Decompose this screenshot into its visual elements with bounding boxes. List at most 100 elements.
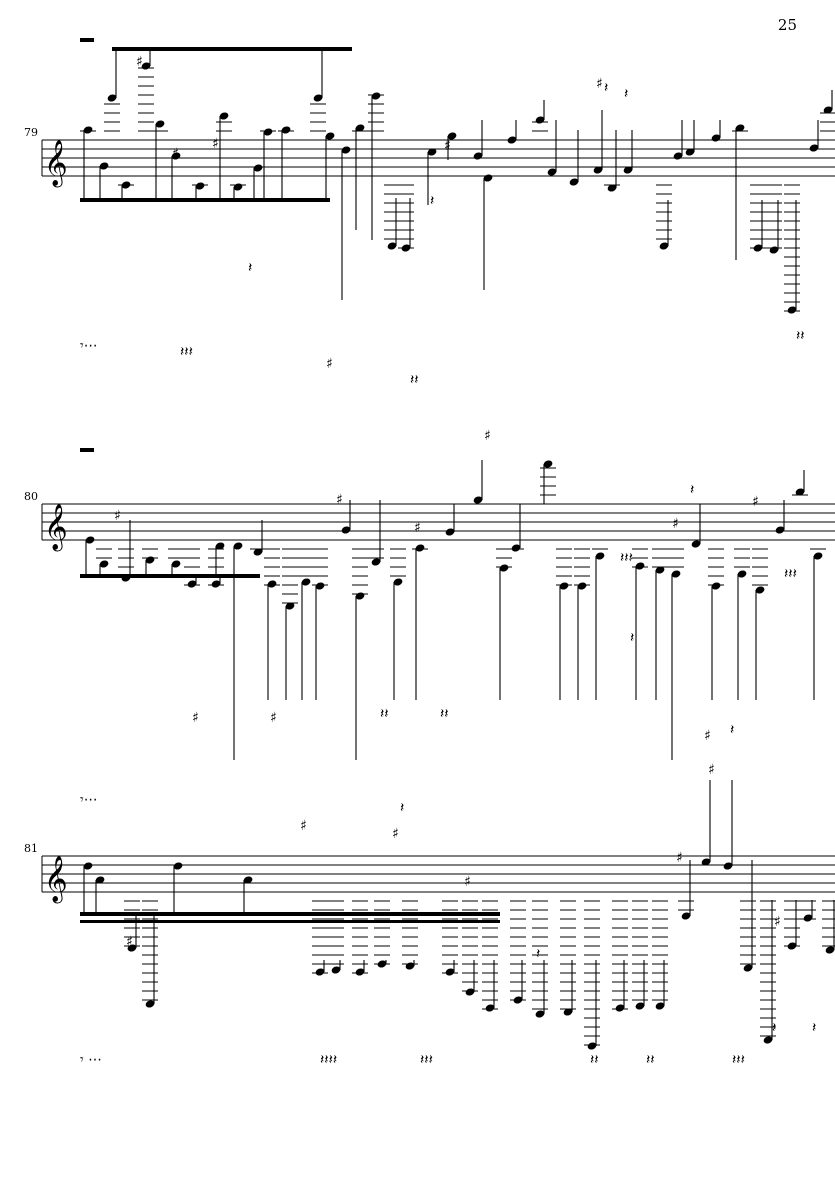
note-head <box>195 182 205 190</box>
quarter-rest-icon: 𝄾⋯ <box>80 792 98 808</box>
quarter-rest-icon: 𝄽 <box>690 482 694 498</box>
notes-system-2 <box>85 460 823 760</box>
ledger-lines-system-2 <box>96 467 826 604</box>
quarter-rest-icon: 𝄽𝄽𝄽 <box>784 566 797 582</box>
quarter-rest-icon: 𝄽𝄽 <box>646 1052 655 1068</box>
note-head <box>427 148 437 156</box>
quarter-rest-icon: 𝄽𝄽𝄽𝄽 <box>320 1052 337 1068</box>
staff-system-3-notation: 𝄞 ♯ ♯ ♯ ♯ ♯ ♯ ♯ 𝄽 𝄽 𝄽𝄽𝄽𝄽 𝄽𝄽𝄽 𝄽𝄽 𝄽𝄽 𝄽𝄽𝄽 𝄽… <box>41 762 835 1068</box>
beam <box>112 47 352 51</box>
ledger-lines-system-3 <box>124 900 835 1046</box>
staff-lines <box>41 503 835 541</box>
note-head <box>393 578 403 586</box>
note-head <box>681 912 691 920</box>
quarter-rest-icon: 𝄽 <box>430 193 434 209</box>
note-head <box>711 582 721 590</box>
note-head <box>211 580 221 588</box>
note-head <box>635 562 645 570</box>
note-head <box>445 528 455 536</box>
sharp-icon: ♯ <box>172 146 179 162</box>
note-head <box>511 544 521 552</box>
note-head <box>341 146 351 154</box>
note-head <box>615 1004 625 1012</box>
quarter-rest-icon: 𝄽 <box>812 1020 816 1036</box>
note-head <box>671 570 681 578</box>
sharp-icon: ♯ <box>326 356 333 372</box>
note-head <box>711 134 721 142</box>
staff-lines <box>41 855 835 893</box>
note-head <box>99 560 109 568</box>
quarter-rest-icon: 𝄽𝄽 <box>440 706 449 722</box>
note-head <box>655 566 665 574</box>
note-head <box>535 1010 545 1018</box>
note-head <box>483 174 493 182</box>
note-head <box>795 488 805 496</box>
note-head <box>563 1008 573 1016</box>
sharp-icon: ♯ <box>126 934 133 950</box>
note-head <box>107 94 117 102</box>
treble-clef-icon: 𝄞 <box>44 504 68 552</box>
sharp-icon: ♯ <box>672 516 679 532</box>
sharp-icon: ♯ <box>114 508 121 524</box>
note-head <box>447 132 457 140</box>
sharp-icon: ♯ <box>392 826 399 842</box>
note-head <box>825 946 835 954</box>
sharp-icon: ♯ <box>444 138 451 154</box>
quarter-rest-icon: 𝄽 <box>400 800 404 816</box>
sharp-icon: ♯ <box>300 818 307 834</box>
staff-system-1-notation: 𝄞 ♯ ♯ ♯ ♯ ♯ ♯ 𝄽 𝄽 𝄽 𝄽 𝄽𝄽𝄽 𝄽𝄽 𝄽𝄽 𝄾⋯ <box>41 38 835 388</box>
quarter-rest-icon: 𝄽 <box>624 86 628 102</box>
note-head <box>655 1002 665 1010</box>
note-head <box>253 164 263 172</box>
sharp-icon: ♯ <box>192 710 199 726</box>
note-head <box>803 914 813 922</box>
note-head <box>315 968 325 976</box>
note-head <box>415 544 425 552</box>
note-head <box>263 128 273 136</box>
note-head <box>243 876 253 884</box>
note-head <box>607 184 617 192</box>
quarter-rest-icon: 𝄽𝄽𝄽 <box>732 1052 745 1068</box>
quarter-rest-icon: 𝄾 ⋯ <box>80 1052 102 1068</box>
note-head <box>371 558 381 566</box>
quarter-rest-icon: 𝄽 <box>604 80 608 96</box>
note-head <box>507 136 517 144</box>
note-head <box>267 580 277 588</box>
note-head <box>171 152 181 160</box>
note-head <box>285 602 295 610</box>
note-head <box>775 526 785 534</box>
note-head <box>485 1004 495 1012</box>
note-head <box>145 1000 155 1008</box>
beam <box>80 574 260 578</box>
note-head <box>341 526 351 534</box>
note-head <box>635 1002 645 1010</box>
quarter-rest-icon: 𝄽 <box>730 722 734 738</box>
note-head <box>823 106 833 114</box>
quarter-rest-icon: 𝄽𝄽𝄽 <box>620 550 633 566</box>
note-head <box>787 306 797 314</box>
note-head <box>187 580 197 588</box>
note-head <box>569 178 579 186</box>
measure-number: 81 <box>24 842 38 855</box>
note-head <box>387 242 397 250</box>
quarter-rest-icon: 𝄽𝄽𝄽 <box>420 1052 433 1068</box>
note-head <box>253 548 263 556</box>
beam <box>80 912 500 916</box>
sharp-icon: ♯ <box>414 520 421 536</box>
quarter-rest-icon: 𝄽 <box>536 946 540 962</box>
sharp-icon: ♯ <box>464 874 471 890</box>
page-number: 25 <box>777 16 797 34</box>
sharp-icon: ♯ <box>596 76 603 92</box>
note-head <box>577 582 587 590</box>
quarter-rest-icon: 𝄽𝄽 <box>380 706 389 722</box>
quarter-rest-icon: 𝄽 <box>248 260 252 276</box>
sharp-icon: ♯ <box>708 762 715 778</box>
measure-number: 80 <box>24 490 38 503</box>
note-head <box>155 120 165 128</box>
note-head <box>233 542 243 550</box>
note-head <box>301 578 311 586</box>
sharp-icon: ♯ <box>136 54 143 70</box>
note-head <box>735 124 745 132</box>
note-head <box>595 552 605 560</box>
quarter-rest-icon: 𝄽 <box>630 630 634 646</box>
